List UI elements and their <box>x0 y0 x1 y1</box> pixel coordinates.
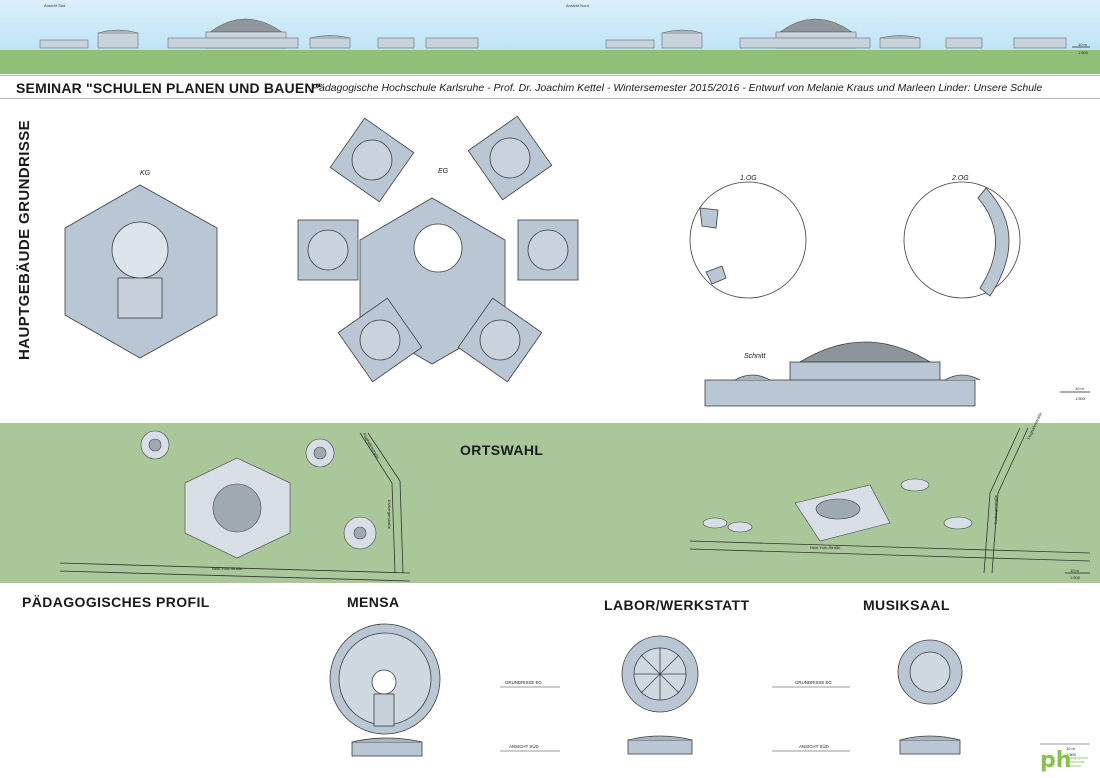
mensa-grundriss-label: GRUNDRISSE EG <box>505 680 542 685</box>
elevation-label-left: Ansicht Süd <box>44 3 66 8</box>
floor-plan-drawings <box>64 115 1090 407</box>
page-subtitle: Pädagogische Hochschule Karlsruhe - Prof… <box>312 82 1043 94</box>
page-title: SEMINAR "SCHULEN PLANEN UND BAUEN" <box>16 80 322 96</box>
eg-plan <box>297 115 579 383</box>
elevation-label-right: Ansicht Nord <box>566 3 589 8</box>
og1-plan <box>689 181 807 299</box>
musik-title: MUSIKSAAL <box>863 597 950 613</box>
plan-scale-ratio: 1:500 <box>1075 396 1086 401</box>
footer-scale-label: 10 m <box>1066 746 1075 751</box>
scale-label: 10 m <box>1078 42 1087 47</box>
site-map-drawing <box>59 427 1091 582</box>
section-drawing <box>704 341 981 407</box>
building-drawings <box>329 623 1090 757</box>
labor-title: LABOR/WERKSTATT <box>604 597 750 613</box>
map-title: ORTSWAHL <box>460 442 544 458</box>
plan-label-kg: KG <box>140 170 151 177</box>
elevation-strip: Ansicht Süd Ansicht Nord <box>0 0 1100 75</box>
plan-label-1og: 1.OG <box>740 175 757 182</box>
mensa-ansicht-label: ANSICHT SÜD <box>509 744 539 749</box>
plan-label-schnitt: Schnitt <box>744 353 766 360</box>
ph-logo: ph <box>1040 748 1072 773</box>
labor-grundriss-label: GRUNDRISSE EG <box>795 680 832 685</box>
title-bar: SEMINAR "SCHULEN PLANEN UND BAUEN" Pädag… <box>0 75 1100 99</box>
scale-ratio: 1:500 <box>1078 50 1089 55</box>
map-scale-label: 10 m <box>1070 568 1079 573</box>
plan-label-eg: EG <box>438 168 449 175</box>
street-label-ny-right: New-York-Straße <box>810 545 841 550</box>
profile-title: PÄDAGOGISCHES PROFIL <box>22 594 210 610</box>
mensa-title: MENSA <box>347 594 400 610</box>
map-scale-ratio: 1:500 <box>1070 575 1081 580</box>
street-label-er-right: Erzbergerstraße <box>993 495 998 524</box>
site-selection-section <box>0 423 1100 583</box>
plan-scale-label: 10 m <box>1075 386 1084 391</box>
elevation-drawing <box>39 18 1090 49</box>
footer-scale-ratio: 1:500 <box>1066 752 1077 757</box>
street-label-er-left: Erzbergerstraße <box>387 500 392 529</box>
plan-label-2og: 2.OG <box>952 175 969 182</box>
street-label-ny-left: New-York-Straße <box>212 566 243 571</box>
ground <box>0 50 1100 74</box>
ph-logo-subtitle: Pädagogische Hochschule Karlsruhe <box>1066 756 1089 768</box>
labor-ansicht-label: ANSICHT SÜD <box>799 744 829 749</box>
